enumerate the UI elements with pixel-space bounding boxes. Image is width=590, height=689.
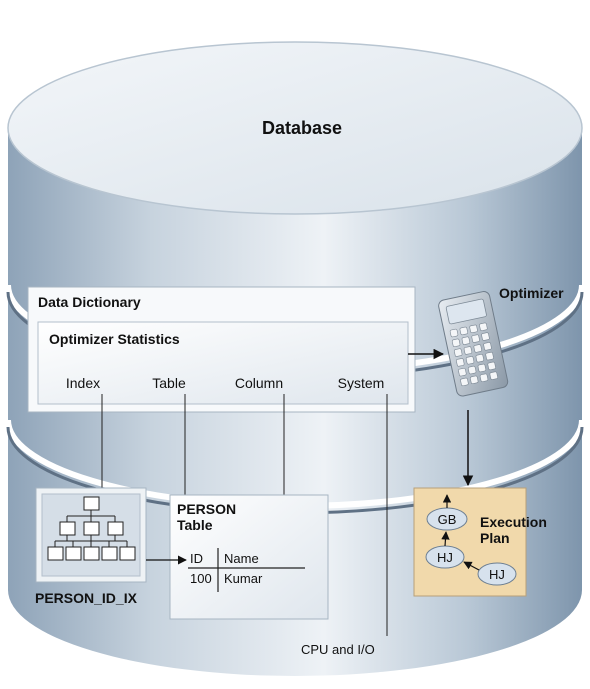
index-tree-leaf — [119, 546, 136, 561]
plan-node-gb-label: GB — [438, 512, 457, 527]
optimizer-statistics-panel — [37, 321, 409, 405]
calculator-key — [459, 326, 468, 336]
stat-system-label: System — [338, 375, 385, 391]
calculator-key — [475, 354, 485, 363]
index-tree-leaf — [101, 546, 118, 561]
stat-index-label: Index — [66, 375, 100, 391]
index-label: PERSON_ID_IX — [35, 590, 138, 606]
calculator-key — [481, 332, 490, 341]
index-tree-root — [83, 496, 100, 511]
plan-arrow-hj-to-hj — [463, 561, 480, 571]
person-table-panel — [169, 494, 329, 620]
calculator-key — [467, 365, 477, 375]
optimizer-label: Optimizer — [499, 285, 564, 301]
index-tree-branch — [107, 521, 124, 536]
cpu-io-label: CPU and I/O — [301, 642, 375, 657]
index-tree-leaf — [47, 546, 64, 561]
calculator-key — [460, 377, 469, 387]
execution-plan-label-line1: Execution — [480, 514, 547, 530]
plan-node-hj-bottom-label: HJ — [489, 567, 505, 582]
calculator-key — [465, 356, 475, 365]
calculator-key — [485, 351, 494, 361]
stat-column-label: Column — [235, 375, 283, 391]
person-table-cell-id: 100 — [190, 571, 212, 586]
calculator-key — [451, 338, 461, 347]
person-table-col-name: Name — [224, 551, 259, 566]
calculator-key — [477, 363, 487, 373]
optimizer-statistics-title: Optimizer Statistics — [49, 331, 180, 347]
person-table-cell-name: Kumar — [224, 571, 263, 586]
calculator-key — [473, 344, 482, 353]
plan-node-hj-bottom — [477, 562, 517, 586]
calculator-key — [469, 324, 478, 334]
calculator-key — [487, 361, 496, 371]
calculator-key — [456, 358, 465, 367]
index-tree-leaf — [83, 546, 100, 561]
person-table-title-line2: Table — [177, 517, 213, 533]
stat-table-label: Table — [152, 375, 186, 391]
index-tree-leaf — [65, 546, 82, 561]
calculator-icon — [438, 291, 509, 397]
plan-node-hj-top-label: HJ — [437, 550, 453, 565]
index-tree-branch — [59, 521, 76, 536]
calculator-key — [454, 348, 463, 357]
calculator-key — [479, 373, 489, 382]
calculator-key — [489, 371, 498, 380]
data-dictionary-title: Data Dictionary — [38, 294, 141, 310]
calculator-key — [471, 334, 480, 343]
calculator-key — [479, 322, 488, 331]
database-cylinder-top — [7, 41, 583, 215]
execution-plan-label-line2: Plan — [480, 530, 510, 546]
calculator-key — [458, 367, 467, 377]
calculator-key — [470, 375, 479, 385]
person-table-title-line1: PERSON — [177, 501, 236, 517]
index-tree-branch — [83, 521, 100, 536]
calculator-key — [449, 328, 459, 338]
database-label: Database — [262, 118, 342, 138]
plan-arrow-hj-to-gb — [441, 531, 450, 547]
person-table-col-id: ID — [190, 551, 203, 566]
calculator-key — [463, 346, 473, 355]
calculator-key — [461, 336, 471, 345]
index-tree-icon — [47, 496, 136, 561]
calculator-key — [483, 342, 492, 351]
